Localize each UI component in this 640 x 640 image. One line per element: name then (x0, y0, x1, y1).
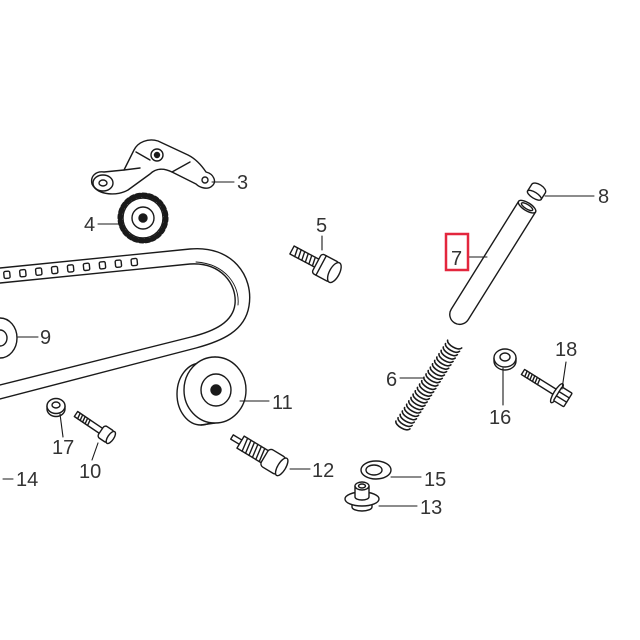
coil-spring-part-6 (395, 339, 463, 431)
belt-tooth (3, 270, 11, 280)
callout-6[interactable]: 6 (386, 369, 397, 391)
gasket-part-15 (360, 460, 392, 480)
tube-7-opening (520, 202, 534, 212)
washer-17-face (46, 397, 66, 415)
spring-6-coils (395, 339, 463, 431)
washer-part-16 (493, 348, 517, 371)
washer-16-face (493, 348, 517, 368)
callout-10[interactable]: 10 (79, 461, 101, 483)
pulley-11-inner-ring (200, 373, 232, 407)
callout-11[interactable]: 11 (272, 392, 293, 414)
flange-bolt-part-18 (520, 368, 573, 408)
callout-labels: 3 4 5 8 7 9 18 6 11 16 17 10 14 12 15 13 (16, 172, 609, 519)
arm-roller (92, 174, 114, 192)
sprocket-hub (131, 206, 155, 230)
pulley-part-9 (0, 317, 18, 359)
bolt-18-head-edge (555, 390, 570, 403)
gasket-15-outer (360, 460, 392, 480)
callout-8[interactable]: 8 (598, 186, 609, 208)
stud-bolt-part-12 (230, 434, 289, 477)
callout-17[interactable]: 17 (52, 437, 74, 459)
tensioner-arm-part-3 (90, 139, 216, 195)
washer-16-hole (499, 352, 511, 362)
bolt-12-threads (241, 437, 266, 463)
sprocket-part-4 (117, 192, 169, 244)
bolt-5-threads (294, 247, 317, 267)
belt-inner-edge (0, 263, 236, 386)
callout-15[interactable]: 15 (424, 469, 446, 491)
bolt-10-threads (76, 412, 91, 427)
pulley-9-face (0, 317, 18, 359)
arm-outline (90, 139, 216, 195)
callout-16[interactable]: 16 (489, 407, 511, 429)
selected-callout-highlight (444, 232, 470, 272)
sprocket-teeth (117, 192, 169, 244)
bolt-5-head-edge (315, 255, 328, 276)
arm-roller-bore (98, 179, 108, 187)
pulley-11-bore (210, 384, 222, 396)
tube-part-7 (449, 199, 537, 326)
bolt-part-5 (289, 245, 342, 284)
callout-9[interactable]: 9 (40, 327, 51, 349)
bolt-12-head-face (274, 457, 289, 477)
belt-outer-edge (0, 248, 251, 400)
arm-pivot-hole (153, 151, 161, 159)
arm-end-hole (201, 176, 209, 184)
callout-14[interactable]: 14 (16, 469, 38, 491)
arm-edge-detail (123, 151, 191, 173)
belt-tooth (98, 260, 107, 270)
belt-tooth (82, 262, 91, 272)
pulley-part-11 (176, 356, 247, 426)
part-drawings (0, 139, 573, 512)
leader-line-17 (59, 413, 64, 438)
washer-17-hole (51, 401, 61, 409)
belt-tooth (18, 268, 27, 278)
callout-7[interactable]: 7 (451, 248, 462, 270)
belt-tooth (130, 257, 139, 267)
leader-line-18 (561, 361, 567, 390)
belt-tooth (66, 264, 75, 273)
belt-side-edge (195, 261, 239, 306)
grommet-13-hole (357, 483, 367, 489)
callout-4[interactable]: 4 (84, 214, 95, 236)
grommet-part-13 (344, 481, 380, 512)
bolt-part-10 (73, 410, 117, 445)
callout-5[interactable]: 5 (316, 215, 327, 237)
timing-belt (0, 248, 251, 400)
bolt-5-head-face (326, 261, 342, 284)
belt-tooth (34, 267, 43, 276)
belt-tooth (50, 265, 59, 275)
tube-7-end (517, 199, 537, 214)
bolt-18-head (553, 386, 573, 408)
belt-tooth (114, 259, 123, 269)
belt-teeth (3, 257, 139, 280)
grommet-13-top (354, 481, 370, 491)
leader-line-10 (91, 442, 99, 461)
cap-part-8 (526, 182, 547, 201)
callout-13[interactable]: 13 (420, 497, 442, 519)
bolt-10-head-face (105, 430, 117, 445)
gasket-15-hole (365, 464, 383, 476)
callout-3[interactable]: 3 (237, 172, 248, 194)
leader-lines (2, 181, 595, 507)
cap-8-rim (526, 189, 543, 201)
pulley-9-hub (0, 329, 8, 347)
cap-8-body (526, 182, 547, 201)
washer-part-17 (46, 397, 66, 418)
callout-18[interactable]: 18 (555, 339, 577, 361)
callout-12[interactable]: 12 (312, 460, 334, 482)
tube-7-body (449, 200, 537, 326)
bolt-18-threads (524, 370, 541, 386)
sprocket-bore (138, 213, 148, 223)
